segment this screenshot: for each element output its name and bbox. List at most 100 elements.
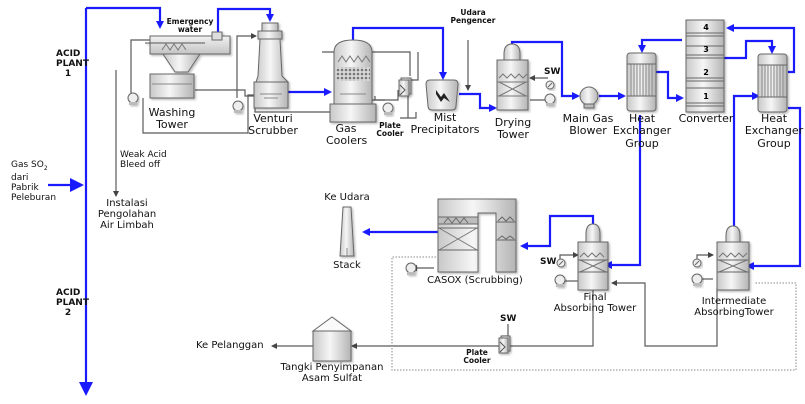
plate-cooler-top-label: Plate Cooler [375,121,405,139]
int-tower-sw-cooler[interactable] [692,258,702,268]
drying-tower-label: Drying Tower [490,116,536,142]
gas-coolers-line1: Gas [335,122,357,135]
final-absorbing-tower[interactable] [577,223,609,291]
dotted-recycle-loop [391,256,797,371]
emergency-water-line1: Emergency [166,17,214,26]
plate-cooler-bottom-line2: Cooler [463,356,491,366]
converter-to-hx2-line [724,39,776,60]
storage-tank-line2: Asam Sulfat [301,373,363,385]
final-sw-label: SW [540,257,557,267]
acid-plant-1-line1: ACID [56,49,81,59]
venturi-scrubber-line1: Venturi [253,112,293,125]
washing-to-venturi-gas-line [216,7,274,32]
ke-pelanggan-label: Ke Pelanggan [196,340,264,351]
int-to-hx2-line [732,92,760,226]
gas-coolers-line2: Coolers [326,134,368,148]
main-gas-blower-line2: Blower [569,124,607,138]
heat-exchanger-1-line3: Group [625,136,659,150]
drying-sw-cooler[interactable] [545,80,555,90]
heat-exchanger-2[interactable] [757,53,788,113]
acid-plant-2-line2: PLANT [56,298,89,309]
final-absorbing-line1: Final [583,292,607,303]
plate-cooler-drain-line [400,96,417,119]
casox-scrubber[interactable] [437,198,517,273]
storage-tank-line1: Tangki Penyimpanan [280,362,384,373]
washing-pump[interactable] [127,92,139,105]
acid-plant-1-line3: 1 [64,69,72,80]
heat-exchanger-2-line3: Group [757,136,791,150]
weak-acid-line2: Bleed off [120,160,161,171]
gas-so2-label: Gas SO2 dari Pabrik Peleburan [11,160,56,203]
converter-bed-1: 1 [703,92,709,101]
acid-plant-2-line1: ACID [56,288,81,298]
plate-cooler-bottom-label: Plate Cooler [460,348,494,366]
washing-tower-label: Washing Tower [142,106,202,132]
final-tower-sw-cooler[interactable] [556,258,566,268]
gas-cooler-pump-line [374,90,399,101]
mist-to-drying-line [459,92,497,112]
venturi-recirc-line [236,33,257,98]
udara-pengencer-line2: Pengencer [450,16,496,26]
stack-label: Stack [333,260,361,271]
weak-acid-label: Weak Acid Bleed off [120,150,167,170]
hx2-to-int-line [746,106,802,270]
udara-pengencer-label: Udara Pengencer [447,8,499,26]
gas-so2-line2: dari [11,172,29,183]
final-tower-pump[interactable] [554,274,566,287]
heat-exchanger-2-label: Heat Exchanger Group [744,112,804,150]
converter-bed-4: 4 [703,23,709,32]
mist-precipitators-label: Mist Precipitators [410,111,480,137]
gas-coolers-label: Gas Coolers [326,122,368,148]
udara-pengencer-line1: Udara [460,8,486,17]
converter[interactable] [685,19,725,113]
gas-cooler-pump[interactable] [382,102,394,115]
venturi-scrubber-line2: Scrubber [248,124,298,138]
int-to-final-line [611,280,718,347]
main-gas-blower[interactable] [579,86,599,109]
intermediate-absorbing-line2: AbsorbingTower [694,307,774,319]
mist-precipitator[interactable] [425,79,459,111]
ke-udara-label: Ke Udara [324,192,370,203]
weak-acid-line1: Weak Acid [120,150,167,160]
gas-cooler[interactable] [329,39,377,123]
casox-pump[interactable] [405,262,417,275]
storage-tank[interactable] [311,316,353,362]
plate-cooler-bottom-line1: Plate [466,348,488,357]
washing-tower[interactable] [145,31,231,99]
gas-so2-subscript: 2 [43,164,48,172]
stack[interactable] [339,206,355,257]
int-tower-pump[interactable] [691,273,703,286]
heat-exchanger-1-line2: Exchanger [612,124,672,138]
mist-precipitators-line2: Precipitators [410,123,480,137]
gas-so2-line4: Peleburan [11,192,57,203]
venturi-pump[interactable] [232,100,244,113]
heat-exchanger-2-line2: Exchanger [744,124,804,138]
instalasi-line3: Air Limbah [100,220,154,232]
plate-cooler-bottom[interactable] [498,335,511,354]
drying-pump[interactable] [544,93,556,106]
header-to-washing-line [86,6,164,29]
plate-cooler-top-line1: Plate [379,121,401,130]
plate-cooler-top[interactable] [398,77,412,97]
final-absorbing-tower-label: Final Absorbing Tower [545,292,645,314]
converter-label: Converter [678,112,734,125]
hx1-to-converter-line [656,70,684,102]
washing-tower-line1: Washing [148,106,196,119]
heat-exchanger-1[interactable] [626,52,657,112]
converter-bed-3: 3 [703,45,709,54]
emergency-water-label: Emergency water [165,17,215,35]
final-absorbing-line2: Absorbing Tower [553,303,637,315]
drying-tower[interactable] [496,43,529,111]
acid-plant-2-label: ACID PLANT 2 [56,288,89,318]
intermediate-absorbing-tower-label: Intermediate AbsorbingTower [684,296,784,318]
main-gas-blower-line1: Main Gas [562,112,614,125]
intermediate-absorbing-tower[interactable] [716,225,750,291]
main-gas-blower-label: Main Gas Blower [560,112,616,138]
venturi-scrubber-label: Venturi Scrubber [246,112,300,138]
drying-tower-line1: Drying [494,116,532,129]
heat-exchanger-1-line1: Heat [628,112,656,125]
storage-tank-label: Tangki Penyimpanan Asam Sulfat [272,362,392,384]
drying-sw-label: SW [544,67,561,77]
venturi-scrubber[interactable] [253,22,290,109]
